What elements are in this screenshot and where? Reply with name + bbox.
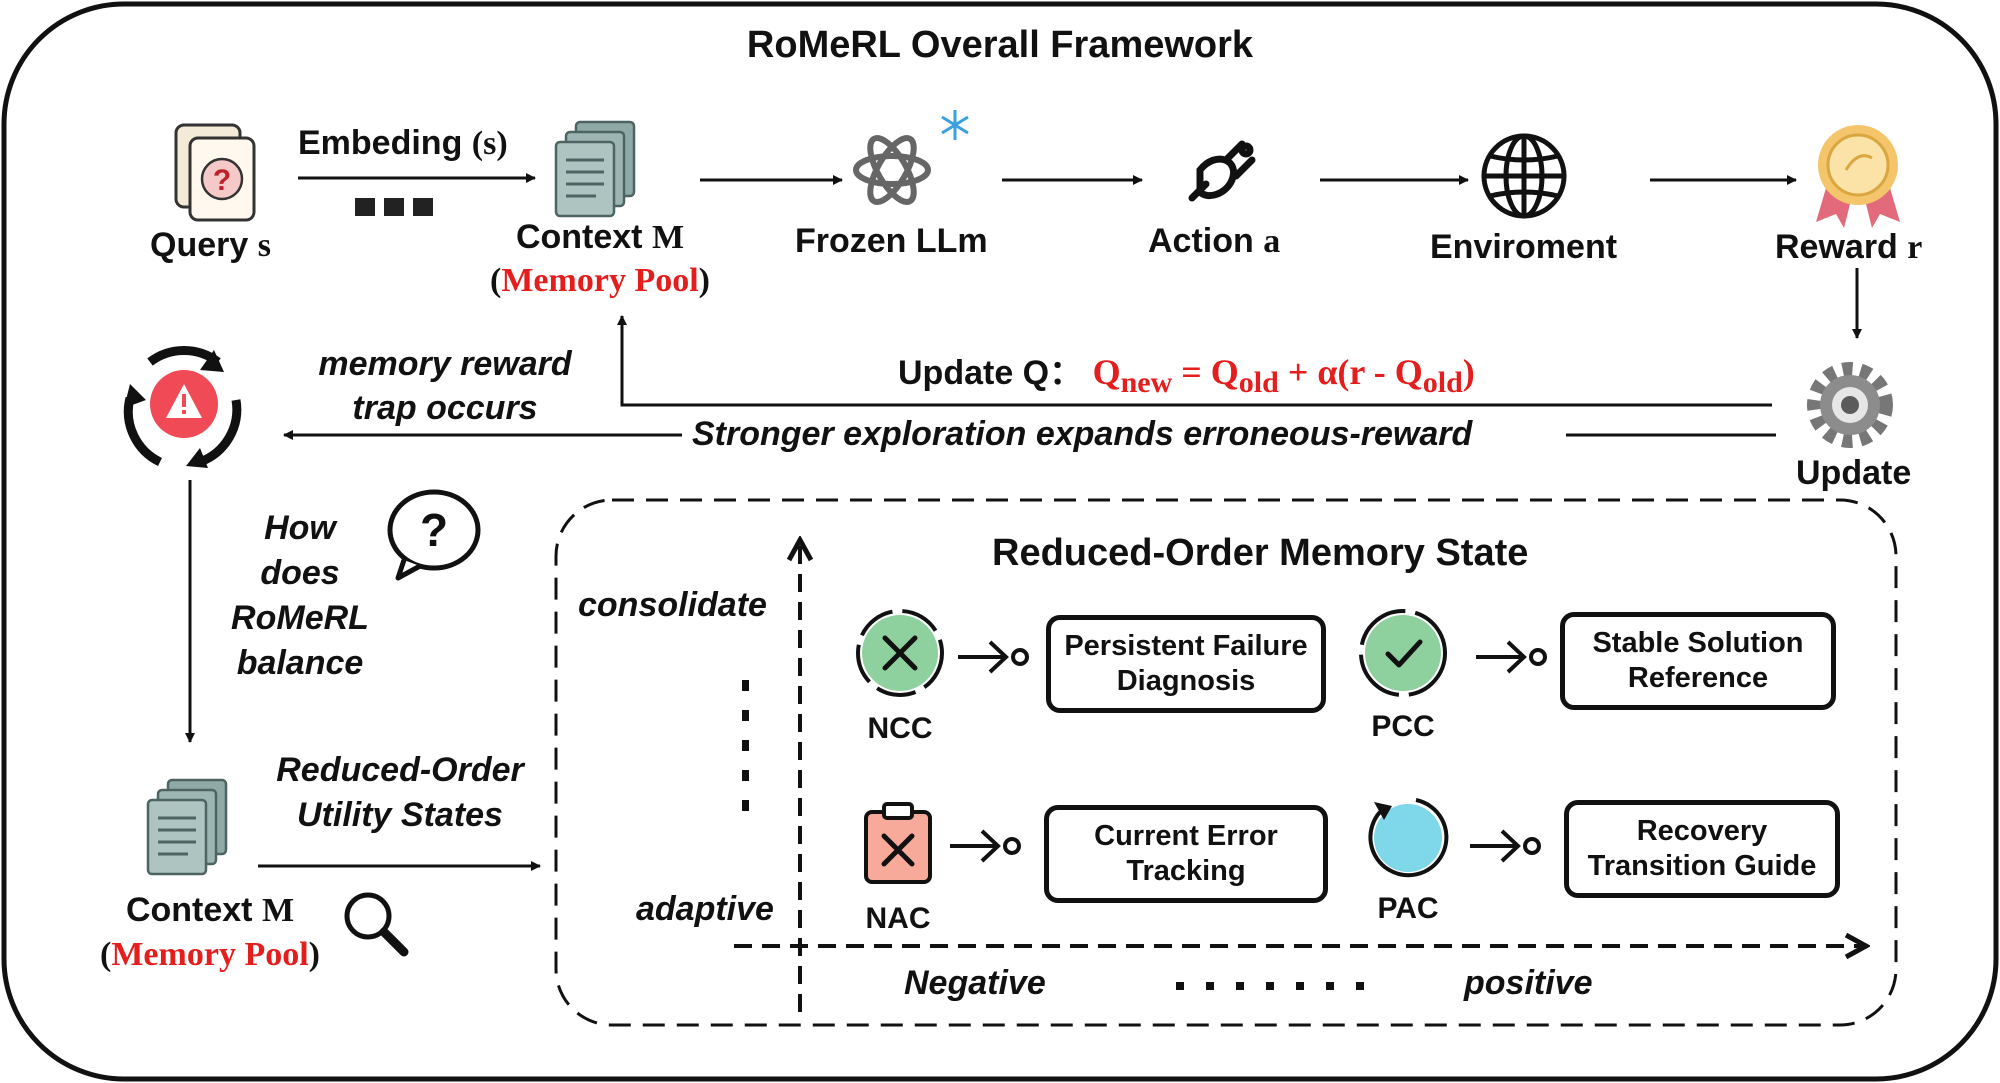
llm-icon: [853, 135, 931, 205]
query-label: Query s: [150, 226, 271, 264]
pcc-icon: [1359, 609, 1447, 697]
vertical-dots: [742, 680, 749, 811]
reduced-utility-text: Reduced-Order Utility States: [276, 751, 524, 834]
environment-label: Enviroment: [1430, 228, 1618, 266]
pac-code: PAC: [1377, 892, 1439, 925]
memory-state-panel: [554, 498, 1898, 1027]
magnifier-icon: [344, 892, 409, 957]
svg-text:?: ?: [213, 164, 231, 197]
update-label: Update: [1796, 454, 1912, 492]
plug-icon: [1188, 140, 1256, 202]
bottom-memory-pool-label: (Memory Pool): [100, 936, 320, 973]
gear-icon: [1807, 362, 1893, 448]
reward-badge-icon: [1816, 125, 1900, 228]
ncc-icon: [856, 609, 944, 697]
context-label: Context M: [515, 218, 685, 256]
trap-text: memory reward trap occurs: [318, 345, 572, 427]
exploration-text: Stronger exploration expands erroneous-r…: [692, 415, 1473, 453]
nac-code: NAC: [865, 902, 931, 935]
update-rule: Update Q： Qnew = Qold + α(r - Qold): [898, 352, 1475, 400]
documents-icon: [554, 120, 636, 218]
connector-pac: [1470, 829, 1541, 863]
connector-ncc: [958, 640, 1029, 674]
snowflake-icon: [941, 110, 969, 140]
figure-title: RoMeRL Overall Framework: [746, 24, 1254, 66]
panel-title: Reduced-Order Memory State: [992, 532, 1529, 574]
query-icon: ?: [174, 123, 256, 222]
ncc-code: NCC: [867, 712, 933, 745]
documents-icon-bottom: [146, 778, 228, 876]
embedding-squares-icon: [355, 198, 433, 216]
llm-label: Frozen LLm: [795, 222, 988, 260]
reward-label: Reward r: [1775, 228, 1923, 266]
pcc-code: PCC: [1371, 710, 1435, 743]
svg-text:?: ?: [420, 504, 448, 556]
y-axis-bottom-label: adaptive: [636, 890, 774, 928]
pac-icon: [1368, 798, 1449, 878]
update-formula: Qnew = Qold + α(r - Qold): [1092, 352, 1475, 400]
action-label: Action a: [1148, 222, 1281, 260]
globe-icon: [1481, 133, 1567, 219]
x-axis-left-label: Negative: [904, 964, 1046, 1002]
memory-pool-label: (Memory Pool): [490, 262, 710, 299]
embedding-label: Embeding (s): [298, 124, 508, 162]
connector-pcc: [1476, 640, 1547, 674]
update-feedback-arrow: [617, 315, 1772, 407]
nac-icon: [864, 802, 932, 884]
y-axis-top-label: consolidate: [578, 586, 767, 624]
question-text: How does RoMeRL balance: [231, 509, 369, 682]
speech-bubble-icon: ?: [387, 489, 481, 581]
x-axis-right-label: positive: [1464, 964, 1593, 1002]
connector-nac: [950, 829, 1021, 863]
horizontal-dots: [1176, 982, 1364, 990]
bottom-context-label: Context M: [125, 891, 295, 929]
warning-cycle-icon: [123, 346, 242, 468]
